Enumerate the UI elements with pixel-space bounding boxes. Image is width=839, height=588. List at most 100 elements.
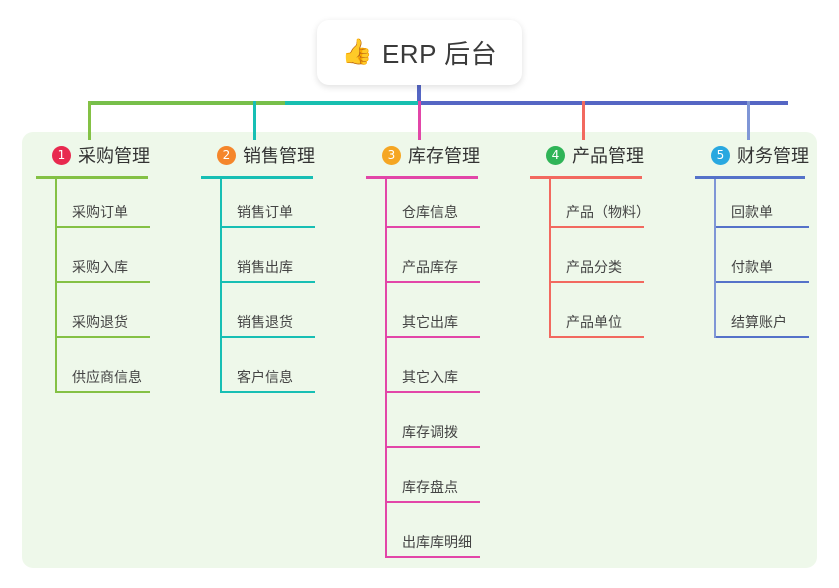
list-item-rule: [714, 226, 809, 228]
column-number-badge: 3: [382, 145, 401, 165]
list-item[interactable]: 产品单位: [530, 289, 644, 344]
column-item-stem: [385, 179, 387, 558]
bus-teal: [285, 101, 419, 105]
list-item[interactable]: 采购入库: [36, 234, 150, 289]
column-header-3[interactable]: 3 库存管理: [366, 140, 480, 170]
list-item[interactable]: 出库库明细: [366, 509, 480, 564]
list-item-rule: [385, 281, 480, 283]
list-item[interactable]: 库存盘点: [366, 454, 480, 509]
list-item[interactable]: 结算账户: [695, 289, 809, 344]
thumbs-up-icon: 👍: [341, 38, 373, 66]
list-item[interactable]: 销售出库: [201, 234, 315, 289]
column-5: 5 财务管理回款单付款单结算账户: [695, 140, 809, 344]
column-title: 采购管理: [78, 146, 150, 166]
column-item-stem: [714, 179, 716, 338]
column-drop-connector-2: [253, 101, 256, 140]
list-item-label: 销售订单: [237, 204, 293, 220]
column-4: 4 产品管理产品（物料） 产品分类产品单位: [530, 140, 650, 344]
diagram-panel: [22, 132, 817, 568]
column-drop-connector-3: [418, 101, 421, 140]
list-item[interactable]: 库存调拨: [366, 399, 480, 454]
column-number-badge: 1: [52, 145, 71, 165]
list-item-label: 其它出库: [402, 314, 458, 330]
root-stem-connector: [417, 85, 421, 103]
list-item-label: 库存调拨: [402, 424, 458, 440]
column-1: 1 采购管理采购订单采购入库采购退货供应商信息: [36, 140, 150, 399]
list-item-label: 客户信息: [237, 369, 293, 385]
list-item-rule: [549, 281, 644, 283]
list-item[interactable]: 产品库存: [366, 234, 480, 289]
column-item-list: 产品（物料） 产品分类产品单位: [530, 179, 650, 344]
list-item[interactable]: 回款单: [695, 179, 809, 234]
column-header-5[interactable]: 5 财务管理: [695, 140, 809, 170]
list-item-rule: [220, 281, 315, 283]
list-item[interactable]: 产品分类: [530, 234, 644, 289]
list-item[interactable]: 客户信息: [201, 344, 315, 399]
list-item[interactable]: 采购退货: [36, 289, 150, 344]
list-item-rule: [385, 391, 480, 393]
column-item-list: 回款单付款单结算账户: [695, 179, 809, 344]
list-item-rule: [220, 226, 315, 228]
column-header-4[interactable]: 4 产品管理: [530, 140, 644, 170]
column-header-2[interactable]: 2 销售管理: [201, 140, 315, 170]
list-item-label: 结算账户: [731, 314, 787, 330]
list-item-rule: [385, 226, 480, 228]
list-item[interactable]: 销售退货: [201, 289, 315, 344]
root-node-label: ERP 后台: [381, 39, 498, 69]
column-item-stem: [55, 179, 57, 393]
list-item-label: 付款单: [731, 259, 773, 275]
column-header-1[interactable]: 1 采购管理: [36, 140, 150, 170]
list-item-rule: [549, 226, 644, 228]
column-header-rule: [366, 176, 478, 179]
root-node-card[interactable]: 👍 ERP 后台: [317, 20, 522, 85]
column-item-stem: [549, 179, 551, 338]
column-header-rule: [201, 176, 313, 179]
column-header-rule: [530, 176, 642, 179]
list-item-label: 产品单位: [566, 314, 622, 330]
list-item-rule: [385, 556, 480, 558]
column-item-list: 采购订单采购入库采购退货供应商信息: [36, 179, 150, 399]
list-item-rule: [220, 336, 315, 338]
list-item[interactable]: 付款单: [695, 234, 809, 289]
list-item-rule: [55, 336, 150, 338]
list-item-label: 产品分类: [566, 259, 622, 275]
list-item-label: 供应商信息: [72, 369, 142, 385]
column-item-list: 销售订单销售出库销售退货客户信息: [201, 179, 315, 399]
column-number-badge: 2: [217, 145, 236, 165]
list-item[interactable]: 其它出库: [366, 289, 480, 344]
column-title: 库存管理: [408, 146, 480, 166]
column-drop-connector-1: [88, 101, 91, 140]
list-item-label: 采购入库: [72, 259, 128, 275]
column-title: 产品管理: [572, 146, 644, 166]
list-item[interactable]: 销售订单: [201, 179, 315, 234]
list-item[interactable]: 产品（物料）: [530, 179, 650, 234]
column-3: 3 库存管理仓库信息产品库存其它出库其它入库库存调拨库存盘点出库库明细: [366, 140, 480, 564]
list-item[interactable]: 供应商信息: [36, 344, 150, 399]
column-2: 2 销售管理销售订单销售出库销售退货客户信息: [201, 140, 315, 399]
column-header-rule: [36, 176, 148, 179]
list-item-rule: [220, 391, 315, 393]
list-item-label: 产品库存: [402, 259, 458, 275]
column-title: 财务管理: [737, 146, 809, 166]
column-item-list: 仓库信息产品库存其它出库其它入库库存调拨库存盘点出库库明细: [366, 179, 480, 564]
list-item-label: 产品（物料）: [566, 204, 650, 220]
list-item[interactable]: 采购订单: [36, 179, 150, 234]
bus-green: [88, 101, 285, 105]
list-item[interactable]: 其它入库: [366, 344, 480, 399]
column-title: 销售管理: [243, 146, 315, 166]
column-number-badge: 4: [546, 145, 565, 165]
column-header-rule: [695, 176, 805, 179]
list-item-rule: [385, 336, 480, 338]
list-item-rule: [385, 446, 480, 448]
list-item-rule: [549, 336, 644, 338]
list-item[interactable]: 仓库信息: [366, 179, 480, 234]
column-number-badge: 5: [711, 145, 730, 165]
column-drop-connector-4: [582, 101, 585, 140]
list-item-rule: [55, 226, 150, 228]
column-item-stem: [220, 179, 222, 393]
list-item-label: 仓库信息: [402, 204, 458, 220]
list-item-label: 出库库明细: [402, 534, 472, 550]
list-item-rule: [55, 281, 150, 283]
list-item-label: 销售退货: [237, 314, 293, 330]
list-item-label: 采购退货: [72, 314, 128, 330]
